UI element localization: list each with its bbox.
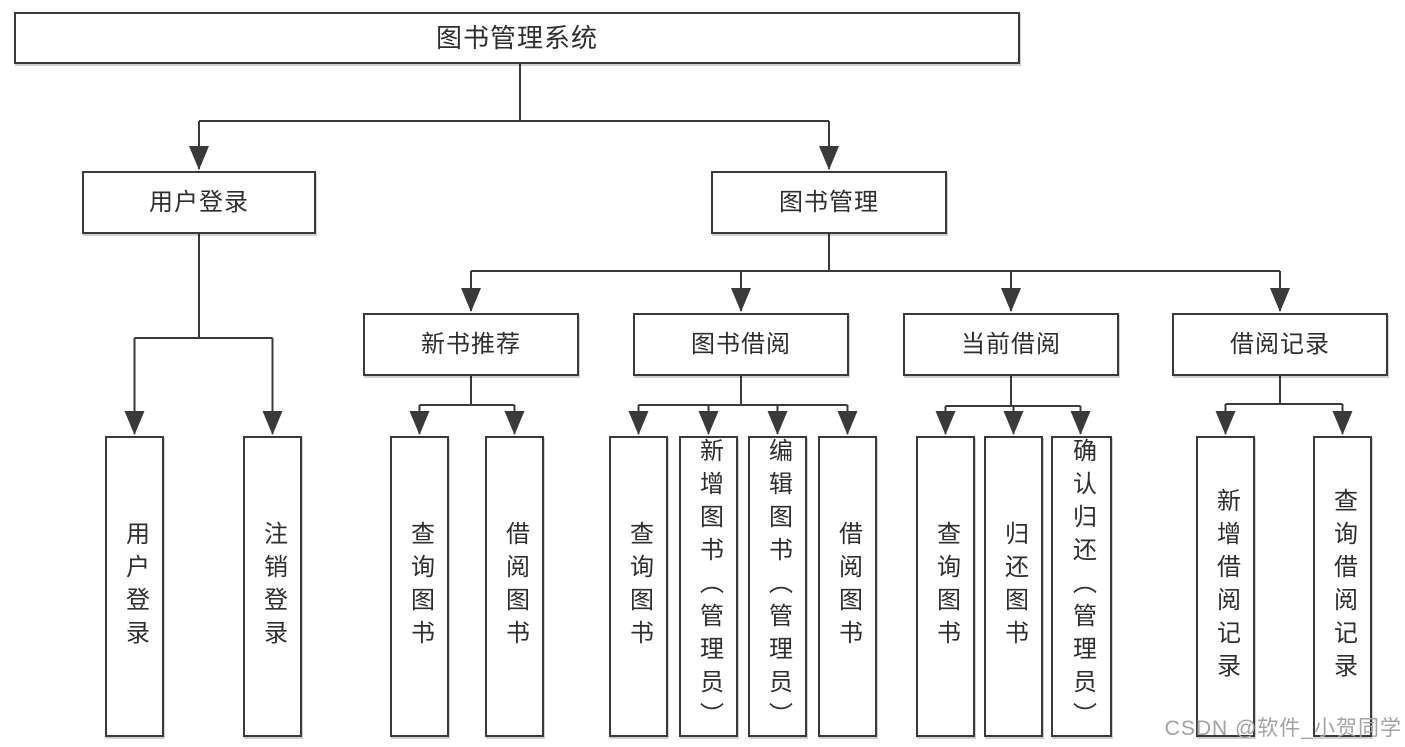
node-new-books-label: 新书推荐 — [421, 330, 521, 358]
node-book-mgmt: 图书管理 — [711, 171, 947, 234]
leaf-borrowing-edit: 编辑图书（管理员） — [748, 436, 807, 737]
leaf-current-query: 查询图书 — [916, 436, 975, 737]
node-root: 图书管理系统 — [14, 12, 1020, 64]
node-user-login: 用户登录 — [82, 171, 316, 234]
node-new-books: 新书推荐 — [363, 313, 579, 376]
node-current-loans-label: 当前借阅 — [961, 330, 1061, 358]
leaf-current-return: 归还图书 — [984, 436, 1043, 737]
leaf-borrowing-add-label: 新增图书（管理员） — [695, 438, 723, 735]
leaf-current-return-label: 归还图书 — [1000, 520, 1028, 653]
leaf-newbooks-borrow-label: 借阅图书 — [501, 520, 529, 653]
leaf-borrowing-borrow: 借阅图书 — [818, 436, 877, 737]
leaf-borrowing-add: 新增图书（管理员） — [679, 436, 738, 737]
leaf-records-query-label: 查询借阅记录 — [1329, 487, 1357, 686]
leaf-newbooks-query-label: 查询图书 — [406, 520, 434, 653]
connector-records-children — [1215, 376, 1353, 435]
node-loan-records-label: 借阅记录 — [1230, 330, 1330, 358]
connector-book-mgmt-children — [461, 234, 1290, 312]
leaf-newbooks-borrow: 借阅图书 — [485, 436, 544, 737]
node-borrowing-label: 图书借阅 — [691, 330, 791, 358]
csdn-watermark: CSDN @软件_小贺同学 — [1164, 717, 1402, 740]
leaf-borrowing-edit-label: 编辑图书（管理员） — [764, 438, 792, 735]
leaf-records-add: 新增借阅记录 — [1196, 436, 1255, 737]
leaf-user-login-label: 用户登录 — [121, 520, 149, 653]
leaf-records-query: 查询借阅记录 — [1313, 436, 1372, 737]
leaf-records-add-label: 新增借阅记录 — [1212, 487, 1240, 686]
leaf-user-login: 用户登录 — [105, 436, 164, 737]
node-loan-records: 借阅记录 — [1172, 313, 1388, 376]
node-root-label: 图书管理系统 — [435, 23, 598, 53]
leaf-current-query-label: 查询图书 — [932, 520, 960, 653]
connector-current-children — [935, 376, 1091, 435]
leaf-logout-label: 注销登录 — [259, 520, 287, 653]
leaf-logout: 注销登录 — [243, 436, 302, 737]
node-user-login-label: 用户登录 — [149, 188, 249, 216]
leaf-newbooks-query: 查询图书 — [390, 436, 449, 737]
connector-root-to-level2 — [189, 64, 839, 170]
leaf-current-confirm-label: 确认归还（管理员） — [1068, 438, 1096, 735]
leaf-current-confirm: 确认归还（管理员） — [1051, 436, 1112, 737]
node-book-mgmt-label: 图书管理 — [779, 188, 879, 216]
node-borrowing: 图书借阅 — [633, 313, 849, 376]
leaf-borrowing-borrow-label: 借阅图书 — [834, 520, 862, 653]
node-current-loans: 当前借阅 — [903, 313, 1119, 376]
leaf-borrowing-query-label: 查询图书 — [625, 520, 653, 653]
connector-new-books-children — [409, 376, 525, 435]
leaf-borrowing-query: 查询图书 — [609, 436, 668, 737]
connector-user-login-children — [124, 234, 283, 435]
connector-borrowing-children — [628, 376, 858, 435]
